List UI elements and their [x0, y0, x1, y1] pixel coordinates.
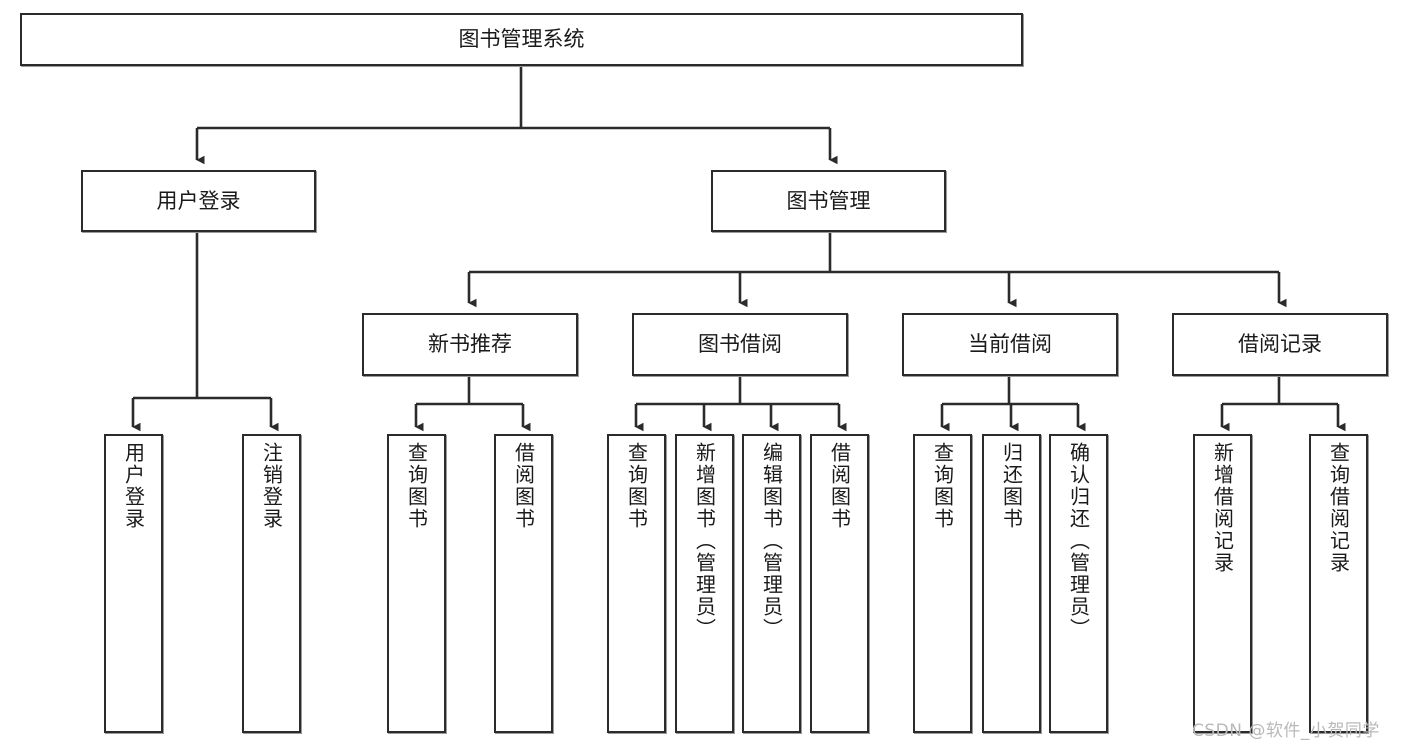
node-label: 查询借阅记录: [1326, 442, 1351, 574]
leaf-current-borrow-return[interactable]: 归还图书: [982, 434, 1041, 733]
node-current-borrow[interactable]: 当前借阅: [902, 313, 1118, 376]
leaf-borrow-record-query[interactable]: 查询借阅记录: [1309, 434, 1368, 733]
node-new-book-recommend[interactable]: 新书推荐: [362, 313, 578, 376]
leaf-current-borrow-query[interactable]: 查询图书: [913, 434, 972, 733]
node-label: 查询图书: [624, 442, 649, 530]
node-label: 图书借阅: [698, 332, 782, 357]
leaf-user-login-logout[interactable]: 注销登录: [242, 434, 301, 733]
node-label: 借阅图书: [827, 442, 852, 530]
node-label: 查询图书: [404, 442, 429, 530]
node-label: 新书推荐: [428, 332, 512, 357]
node-label: 图书管理系统: [458, 27, 585, 52]
node-root-system[interactable]: 图书管理系统: [20, 13, 1023, 66]
node-label: 新增图书（管理员）: [692, 442, 717, 640]
node-user-login[interactable]: 用户登录: [81, 170, 316, 232]
leaf-new-book-query[interactable]: 查询图书: [387, 434, 446, 733]
leaf-current-borrow-confirm-return[interactable]: 确认归还（管理员）: [1049, 434, 1108, 733]
leaf-book-borrow-add[interactable]: 新增图书（管理员）: [675, 434, 734, 733]
node-label: 用户登录: [121, 442, 146, 530]
node-label: 图书管理: [786, 188, 871, 213]
leaf-new-book-borrow[interactable]: 借阅图书: [494, 434, 553, 733]
leaf-borrow-record-add[interactable]: 新增借阅记录: [1193, 434, 1252, 733]
node-borrow-record[interactable]: 借阅记录: [1172, 313, 1388, 376]
node-label: 查询图书: [930, 442, 955, 530]
node-label: 当前借阅: [968, 332, 1052, 357]
leaf-book-borrow-query[interactable]: 查询图书: [607, 434, 666, 733]
node-label: 归还图书: [999, 442, 1024, 530]
leaf-user-login-login[interactable]: 用户登录: [104, 434, 163, 733]
node-label: 注销登录: [259, 442, 284, 530]
node-label: 确认归还（管理员）: [1066, 442, 1091, 640]
node-label: 编辑图书（管理员）: [759, 442, 784, 640]
node-book-management[interactable]: 图书管理: [711, 170, 946, 232]
node-book-borrow[interactable]: 图书借阅: [632, 313, 848, 376]
node-label: 借阅记录: [1238, 332, 1322, 357]
leaf-book-borrow-edit[interactable]: 编辑图书（管理员）: [742, 434, 801, 733]
node-label: 用户登录: [156, 188, 241, 213]
leaf-book-borrow-borrow[interactable]: 借阅图书: [810, 434, 869, 733]
node-label: 新增借阅记录: [1210, 442, 1235, 574]
csdn-watermark: CSDN @软件_小贺同学: [1192, 721, 1380, 741]
node-label: 借阅图书: [511, 442, 536, 530]
